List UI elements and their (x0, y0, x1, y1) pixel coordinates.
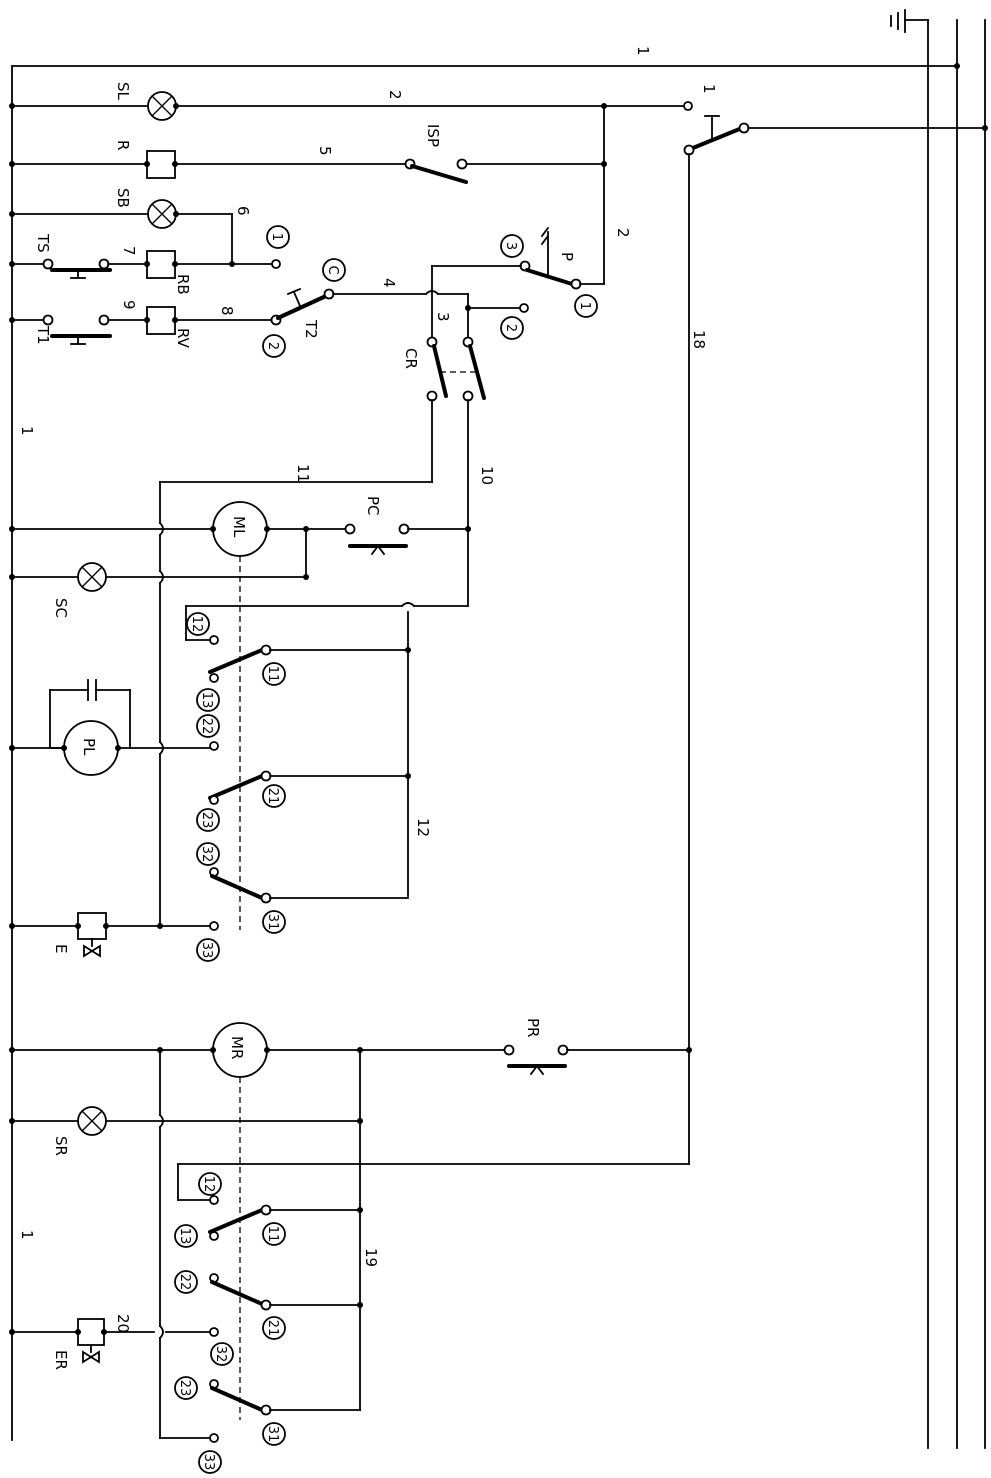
label-rv: RV (174, 328, 192, 349)
label-ts: TS (34, 233, 52, 253)
wire-label-9: 9 (120, 300, 138, 310)
relay-rv (146, 306, 176, 335)
ml-contact-22: 22 (199, 718, 214, 735)
lamp-sc-icon (77, 562, 107, 592)
wire-numbers: 1 2 5 6 7 9 8 4 3 2 18 11 10 12 1 1 19 2… (18, 46, 718, 1333)
valve-er-icon (77, 1318, 105, 1364)
switch-isp (404, 158, 468, 184)
mr-contact-11: 11 (265, 1226, 280, 1243)
switch-p (519, 226, 582, 290)
wire-label-1-left-a: 1 (18, 426, 36, 436)
wire-label-7: 7 (120, 246, 138, 256)
wire-label-10: 10 (478, 466, 496, 485)
wire-label-1-left-b: 1 (18, 1230, 36, 1240)
label-ml: ML (230, 516, 248, 538)
label-cr: CR (402, 348, 420, 369)
ml-contact-12: 12 (189, 616, 204, 633)
power-rails (11, 19, 986, 1449)
label-p: P (558, 252, 576, 261)
label-sl: SL (114, 82, 132, 101)
component-labels: SL R ISP SB TS RB T1 RV T2 P CR ML PC SC… (34, 82, 576, 1370)
ml-contact-23: 23 (199, 812, 214, 829)
mr-contact-22: 22 (177, 1274, 192, 1291)
label-pr: PR (524, 1018, 542, 1037)
contact-label-2b: 2 (503, 324, 518, 332)
valve-e-icon (77, 912, 107, 958)
wire-label-4: 4 (380, 278, 398, 288)
mr-contact-12: 12 (201, 1176, 216, 1193)
mr-contact-21: 21 (265, 1320, 280, 1337)
relay-rb (146, 250, 176, 279)
mr-cam-contacts (208, 1195, 363, 1443)
ground-icon (890, 9, 906, 33)
wire-label-1-switch: 1 (700, 84, 718, 94)
contact-label-2a: 2 (265, 342, 280, 350)
wire-label-1-top: 1 (634, 46, 652, 56)
wire-label-18: 18 (690, 330, 708, 349)
switch-pc (344, 523, 410, 556)
label-mr: MR (228, 1036, 246, 1059)
wire-label-3: 3 (434, 312, 452, 322)
ml-contact-33: 33 (199, 942, 214, 959)
wire-label-11: 11 (294, 464, 312, 483)
pushbutton-ts (42, 258, 112, 279)
wire-label-19: 19 (362, 1248, 380, 1267)
mr-contact-31: 31 (265, 1426, 280, 1443)
wire-label-5: 5 (316, 146, 334, 156)
mr-contact-23: 23 (177, 1380, 192, 1397)
mr-contact-33: 33 (201, 1454, 216, 1471)
label-isp: ISP (424, 124, 442, 147)
main-switch (683, 115, 988, 156)
label-sr: SR (52, 1136, 70, 1156)
wire-label-6: 6 (234, 206, 252, 216)
wire-label-2b: 2 (614, 228, 632, 238)
contact-label-3: 3 (503, 242, 518, 250)
ml-contact-13: 13 (199, 692, 214, 709)
label-t1: T1 (34, 325, 52, 345)
wire-label-8: 8 (218, 306, 236, 316)
lamp-sb-icon (147, 199, 177, 229)
label-r: R (114, 140, 132, 150)
lamp-sr-icon (77, 1106, 107, 1136)
contact-label-c: C (325, 265, 340, 274)
wire-label-20: 20 (114, 1314, 132, 1333)
label-pl: PL (80, 738, 98, 756)
wire-label-12: 12 (414, 818, 432, 837)
contact-markers: 1 C 2 3 1 2 12 11 13 22 21 23 32 31 33 1… (174, 225, 598, 1474)
ml-contact-32: 32 (199, 846, 214, 863)
contact-label-1b: 1 (577, 302, 592, 310)
switch-t2 (270, 287, 335, 326)
ml-contact-11: 11 (265, 666, 280, 683)
label-rb: RB (174, 274, 192, 295)
relay-cr-contacts (426, 336, 486, 402)
label-pc: PC (364, 496, 382, 516)
pushbutton-t1 (42, 314, 112, 345)
label-t2: T2 (302, 319, 320, 339)
switch-pr (503, 1044, 569, 1076)
wire-label-2: 2 (386, 90, 404, 100)
label-e: E (52, 944, 70, 953)
contact-label-1a: 1 (269, 233, 284, 241)
label-sc: SC (52, 598, 70, 618)
lamp-sl-icon (147, 91, 177, 121)
ml-contact-21: 21 (265, 788, 280, 805)
mr-contact-13: 13 (177, 1228, 192, 1245)
capacitor-pl (49, 679, 131, 749)
ml-cam-contacts (208, 635, 411, 931)
resistor-r (146, 150, 176, 179)
label-er: ER (52, 1350, 70, 1370)
label-sb: SB (114, 188, 132, 208)
mr-contact-32: 32 (213, 1346, 228, 1363)
ml-contact-31: 31 (265, 914, 280, 931)
